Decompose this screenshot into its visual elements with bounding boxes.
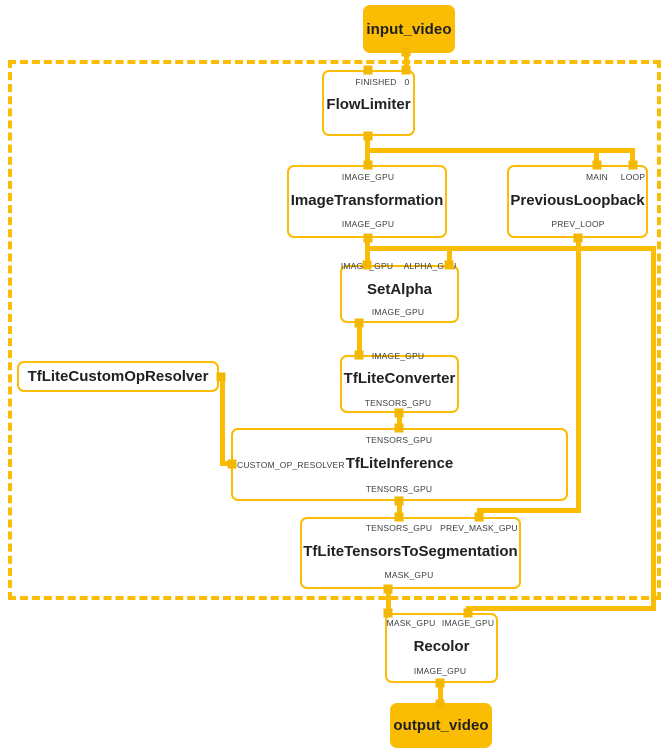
node-recolor-label: Recolor [413, 638, 470, 655]
node-tflite-inference-label: TfLiteInference [345, 455, 454, 472]
port-label-imagetransformation-out: IMAGE_GPU [341, 219, 395, 229]
port-label-recolor-mask: MASK_GPU [386, 618, 436, 628]
edge-imagetransformation-to-recolor-v [651, 246, 656, 610]
port-nub-imagetransformation-in [363, 160, 373, 170]
port-nub-input-video-out [401, 47, 411, 57]
node-flowlimiter-label: FlowLimiter [326, 96, 411, 113]
node-output-video-label: output_video [393, 717, 489, 734]
port-nub-prevloopback-loop [628, 160, 638, 170]
node-recolor[interactable] [385, 613, 498, 683]
edge-bus-to-prevloopback-loop [630, 148, 635, 168]
port-label-flowlimiter-zero: 0 [404, 77, 410, 87]
node-tflite-custom-op-resolver[interactable] [17, 361, 219, 392]
edge-setalpha-to-converter [357, 321, 362, 357]
port-label-imagetransformation-in: IMAGE_GPU [341, 172, 395, 182]
node-input-video-label: input_video [366, 20, 452, 38]
port-nub-setalpha-out [354, 318, 364, 328]
port-nub-setalpha-image [362, 260, 372, 270]
node-tflite-custom-op-resolver-label: TfLiteCustomOpResolver [27, 368, 209, 385]
node-previous-loopback-label: PreviousLoopback [510, 192, 645, 209]
port-nub-flowlimiter-out [363, 131, 373, 141]
port-nub-custom-op-resolver-out [216, 372, 226, 382]
edge-imagetransformation-to-recolor-h2 [466, 606, 656, 611]
edge-imagetransformation-out-stub [365, 234, 370, 268]
port-nub-segmentation-tensors [394, 512, 404, 522]
port-nub-segmentation-prevmask [474, 512, 484, 522]
edge-bus-to-prevloopback-main [594, 148, 599, 168]
port-label-segmentation-prevmask: PREV_MASK_GPU [440, 523, 518, 533]
port-label-converter-in: IMAGE_GPU [371, 351, 425, 361]
port-label-setalpha-out: IMAGE_GPU [371, 307, 425, 317]
port-label-setalpha-alpha: ALPHA_GPU [403, 261, 457, 271]
port-label-flowlimiter-finished: FINISHED [355, 77, 397, 87]
port-label-prevloopback-main: MAIN [585, 172, 609, 182]
port-label-recolor-out: IMAGE_GPU [413, 666, 467, 676]
edge-customop-v [220, 374, 225, 464]
port-label-inference-in: TENSORS_GPU [365, 435, 433, 445]
port-nub-flowlimiter-finished [363, 65, 373, 75]
node-image-transformation[interactable] [287, 165, 447, 238]
node-output-video[interactable]: output_video [390, 703, 492, 748]
edge-alpha-feed-stub [447, 247, 452, 269]
port-nub-prevloopback-out [573, 233, 583, 243]
port-label-converter-out: TENSORS_GPU [364, 398, 432, 408]
port-label-recolor-image: IMAGE_GPU [441, 618, 495, 628]
node-previous-loopback[interactable] [507, 165, 648, 238]
node-tflite-tensors-to-segmentation[interactable] [300, 517, 521, 589]
edge-prevloop-v [576, 238, 581, 512]
port-label-inference-custom-op: CUSTOM_OP_RESOLVER [237, 460, 345, 470]
port-nub-recolor-out [435, 678, 445, 688]
port-nub-inference-custom-op [227, 459, 237, 469]
port-nub-imagetransformation-out [363, 233, 373, 243]
port-nub-recolor-image [463, 608, 473, 618]
port-nub-converter-out [394, 408, 404, 418]
port-nub-segmentation-out [383, 584, 393, 594]
port-label-segmentation-tensors: TENSORS_GPU [365, 523, 433, 533]
port-nub-prevloopback-main [592, 160, 602, 170]
port-nub-setalpha-alpha [444, 260, 454, 270]
node-tflite-converter[interactable] [340, 355, 459, 413]
port-label-prevloopback-loop: LOOP [620, 172, 646, 182]
edge-imagetransformation-to-recolor-h1 [365, 246, 655, 251]
edge-segmentation-to-recolor [386, 585, 391, 620]
edge-recolor-to-output [438, 679, 443, 707]
node-image-transformation-label: ImageTransformation [290, 192, 444, 209]
subgraph-boundary [8, 60, 661, 600]
node-input-video[interactable]: input_video [363, 5, 455, 53]
node-tflite-converter-label: TfLiteConverter [343, 370, 456, 387]
edge-input-video-to-flowlimiter [404, 48, 409, 78]
edge-inference-to-segmentation [397, 497, 402, 521]
edge-prevloop-h [477, 508, 581, 513]
port-label-segmentation-out: MASK_GPU [384, 570, 434, 580]
port-nub-output-video-in [435, 699, 445, 709]
edge-converter-to-inference [397, 409, 402, 433]
port-nub-inference-out [394, 496, 404, 506]
node-set-alpha-label: SetAlpha [366, 281, 432, 298]
edge-flowlimiter-bus [365, 148, 635, 153]
port-label-inference-out: TENSORS_GPU [365, 484, 433, 494]
port-label-prevloopback-out: PREV_LOOP [551, 219, 605, 229]
port-nub-recolor-mask [383, 608, 393, 618]
port-nub-flowlimiter-in0 [401, 65, 411, 75]
node-set-alpha[interactable] [340, 265, 459, 323]
node-tflite-tensors-to-segmentation-label: TfLiteTensorsToSegmentation [303, 543, 518, 560]
port-nub-converter-in [354, 350, 364, 360]
port-nub-inference-in [394, 423, 404, 433]
